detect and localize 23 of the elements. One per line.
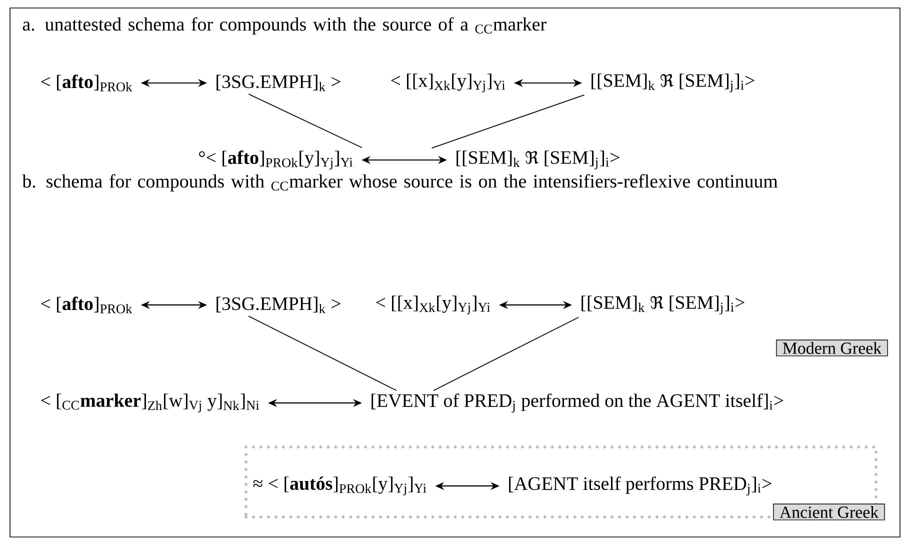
link-line [248, 316, 397, 391]
form-part: < [[x]$_{Xk}$[y]$_{Yj}$]$_{Yi}$ [391, 74, 506, 92]
form-part: ≈ < [autós]$_{PROk}$[y]$_{Yj}$]$_{Yi}$ [253, 476, 426, 496]
language-tag: Ancient Greek [773, 504, 885, 520]
language-tag: Modern Greek [776, 340, 888, 356]
section-heading: b. schema for compounds with $_{CC}$marker whose source is on the intensifiers-reflexive continuum [22, 174, 778, 192]
form-part: < [afto]$_{PROk}$ [41, 74, 132, 92]
meaning-part: [[SEM]$_{k}$ ℜ [SEM]$_{j}$]$_{i}$> [582, 296, 744, 314]
dotted-box [244, 446, 878, 518]
meaning-part: [3SG.EMPH]$_{k}$ > [216, 74, 340, 92]
meaning-part: [AGENT itself performs PRED$_{j}$]$_{i}$> [509, 476, 772, 496]
meaning-part: [[SEM]$_{k}$ ℜ [SEM]$_{j}$]$_{i}$> [456, 150, 620, 170]
meaning-part: [3SG.EMPH]$_{k}$ > [216, 296, 340, 314]
link-line [433, 316, 579, 391]
form-part: < [$_{CC}$marker]$_{Zh}$[w]$_{Vj}$ y]$_{Nk}$]$_{Ni}$ [41, 394, 260, 412]
form-part: < [[x]$_{Xk}$[y]$_{Yj}$]$_{Yi}$ [376, 296, 490, 314]
form-part: °< [afto]$_{PROk}$[y]$_{Yj}$]$_{Yi}$ [199, 150, 353, 170]
section-heading: a. unattested schema for compounds with the source of a $_{CC}$marker [22, 17, 546, 35]
meaning-part: [[SEM]$_{k}$ ℜ [SEM]$_{j}$]$_{i}$> [592, 74, 754, 92]
link-line [248, 94, 362, 148]
form-part: < [afto]$_{PROk}$ [41, 296, 132, 314]
meaning-part: [EVENT of PRED$_{j}$ performed on the AGENT itself]$_{i}$> [372, 394, 784, 412]
link-line [431, 94, 585, 149]
